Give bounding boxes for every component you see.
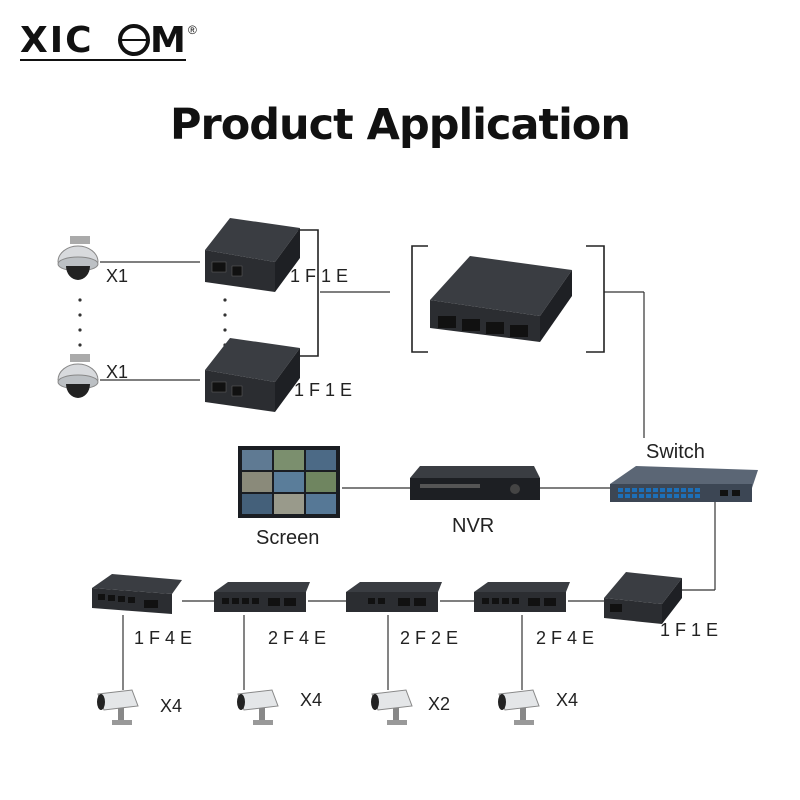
- label-bottom-cam-qty: X1: [106, 362, 128, 382]
- label-cam-x4-a: X4: [160, 696, 182, 716]
- nvr-recorder: [410, 466, 540, 500]
- fiber-switch-1f4e: [92, 574, 182, 614]
- label-conv-bottom: 1 F 1 E: [294, 380, 352, 400]
- converter-bracket: [296, 229, 319, 357]
- label-conv-top: 1 F 1 E: [290, 266, 348, 286]
- media-converter-bottom: [205, 338, 300, 412]
- label-conv-right: 1 F 1 E: [660, 620, 718, 640]
- bullet-camera-c: [371, 689, 413, 725]
- label-nvr: NVR: [452, 515, 494, 537]
- chassis-right-bracket: [586, 245, 605, 353]
- connection-lines: [100, 261, 716, 690]
- label-sw-2f4e-a: 2 F 4 E: [268, 628, 326, 648]
- registered-mark: ®: [188, 23, 197, 37]
- chassis-left-bracket: [411, 245, 428, 353]
- dotted-continuation: [78, 298, 227, 347]
- dome-camera-top: [57, 236, 99, 280]
- label-switch: Switch: [646, 441, 705, 463]
- dome-camera-bottom: [57, 354, 99, 398]
- media-converter-right: [604, 572, 682, 624]
- bullet-camera-a: [97, 689, 139, 725]
- label-cam-x4-c: X4: [556, 690, 578, 710]
- bullet-camera-d: [498, 689, 540, 725]
- logo-text: XIC: [20, 20, 94, 61]
- fiber-chassis: [430, 256, 572, 342]
- fiber-switch-2f2e: [346, 582, 442, 612]
- label-top-cam-qty: X1: [106, 266, 128, 286]
- label-cam-x2: X2: [428, 694, 450, 714]
- network-switch: [610, 466, 758, 502]
- xicom-logo: XIC M ®: [20, 20, 197, 61]
- bullet-camera-b: [237, 689, 279, 725]
- svg-text:M: M: [150, 20, 186, 61]
- media-converter-top: [205, 218, 300, 292]
- page-title: Product Application: [170, 100, 631, 150]
- label-screen: Screen: [256, 527, 319, 549]
- label-sw-2f2e: 2 F 2 E: [400, 628, 458, 648]
- fiber-switch-2f4e-b: [474, 582, 570, 612]
- label-sw-1f4e: 1 F 4 E: [134, 628, 192, 648]
- video-wall-screen: [238, 446, 340, 518]
- label-cam-x4-b: X4: [300, 690, 322, 710]
- fiber-switch-2f4e-a: [214, 582, 310, 612]
- label-sw-2f4e-b: 2 F 4 E: [536, 628, 594, 648]
